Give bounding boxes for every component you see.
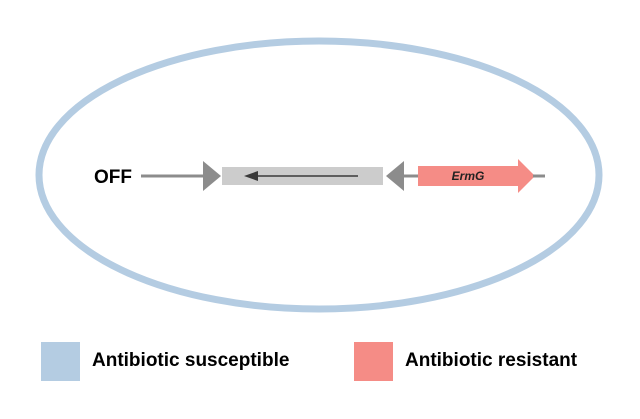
inner-arrow-head — [244, 171, 258, 181]
legend-label-susceptible: Antibiotic susceptible — [92, 350, 290, 371]
diagram — [35, 37, 603, 313]
gene-label: ErmG — [451, 169, 485, 183]
legend-swatch-susceptible — [41, 341, 80, 381]
legend: Antibiotic susceptible Antibiotic resist… — [0, 340, 640, 385]
legend-label-resistant: Antibiotic resistant — [405, 350, 578, 371]
ermg-gene-arrow — [418, 159, 535, 193]
state-label: OFF — [94, 167, 132, 188]
cell-outline — [35, 37, 603, 313]
legend-swatch-resistant — [354, 341, 393, 381]
legend-item-resistant: Antibiotic resistant — [354, 340, 577, 382]
promoter-left-arrowhead — [203, 161, 221, 191]
legend-item-susceptible: Antibiotic susceptible — [41, 340, 289, 382]
promoter-right-arrowhead — [386, 161, 404, 191]
